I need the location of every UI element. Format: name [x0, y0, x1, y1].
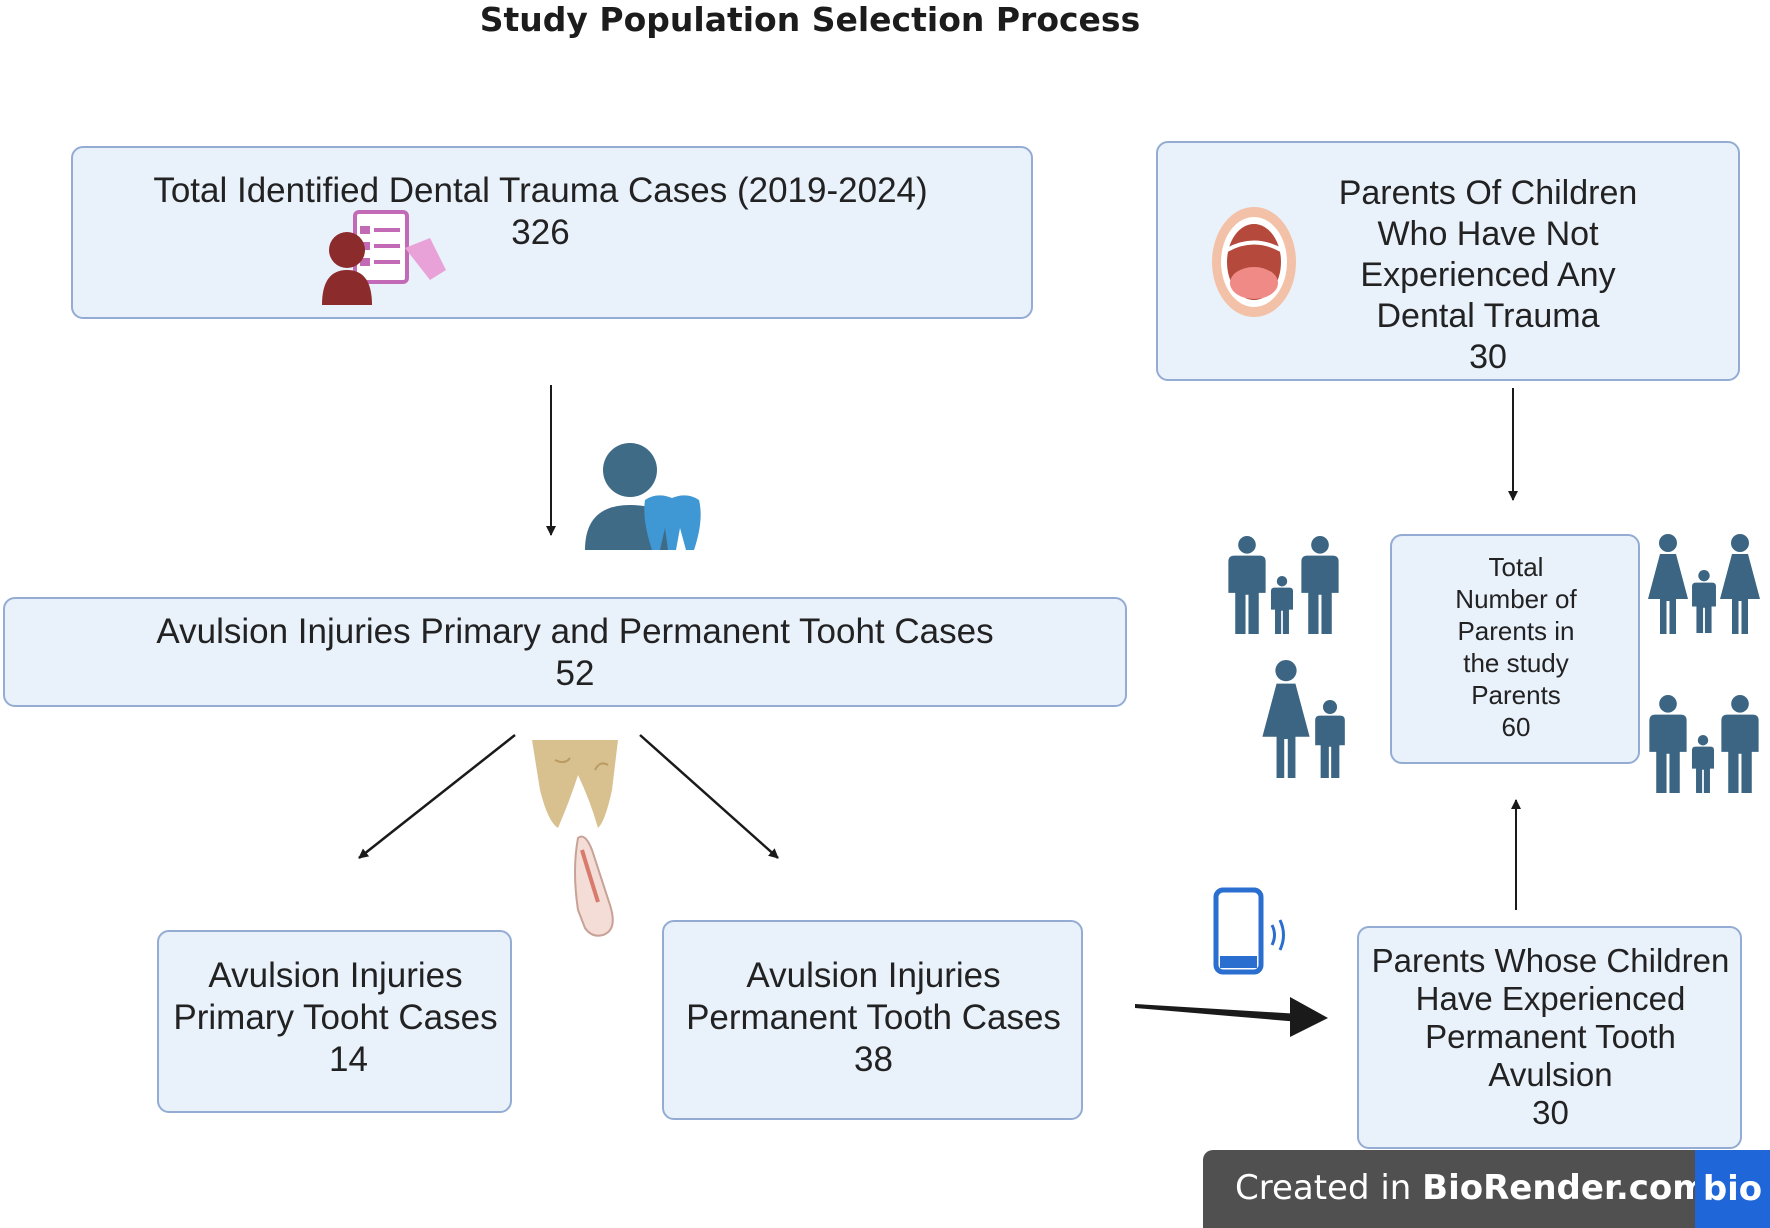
biorender-logo: bio [1695, 1150, 1770, 1228]
no-trauma-line-2: Who Have Not [1377, 215, 1599, 253]
total-parents-line-5: Parents [1471, 680, 1561, 710]
total-cases-box: Total Identified Dental Trauma Cases (20… [71, 146, 1033, 319]
footer-brand: BioRender.com [1422, 1168, 1708, 1208]
smartphone-icon [1213, 887, 1285, 975]
page-title: Study Population Selection Process [479, 0, 1141, 39]
avulsion-all-box: Avulsion Injuries Primary and Permanent … [3, 597, 1127, 707]
permanent-cases-box: Avulsion Injuries Permanent Tooth Cases … [662, 920, 1083, 1120]
family-icon-woman-child-woman [1648, 534, 1760, 634]
total-parents-box: Total Number of Parents in the study Par… [1390, 534, 1640, 764]
alveolar-socket-icon [532, 740, 618, 828]
avulsion-all-label: Avulsion Injuries Primary and Permanent … [156, 612, 994, 651]
family-icon-man-child-man [1228, 536, 1339, 634]
permanent-line-1: Avulsion Injuries [746, 956, 1001, 995]
permanent-line-2: Permanent Tooth Cases [686, 998, 1061, 1037]
dentist-icon [585, 443, 701, 550]
footer-created-in: Created in [1235, 1168, 1423, 1208]
no-trauma-parents-box: Parents Of Children Who Have Not Experie… [1156, 141, 1740, 381]
avulsion-parents-line-1: Parents Whose Children [1371, 942, 1730, 979]
avulsion-all-count: 52 [555, 654, 595, 693]
primary-cases-box: Avulsion Injuries Primary Tooht Cases 14 [157, 930, 512, 1113]
family-icon-man-child-man-right [1649, 695, 1759, 793]
total-parents-line-3: Parents in [1457, 616, 1575, 646]
total-parents-line-2: Number of [1455, 584, 1577, 614]
total-cases-label: Total Identified Dental Trauma Cases (20… [153, 171, 928, 210]
permanent-count: 38 [854, 1040, 893, 1079]
primary-line-1: Avulsion Injuries [208, 956, 463, 995]
avulsion-parents-line-3: Permanent Tooth [1425, 1018, 1676, 1055]
total-cases-count: 326 [511, 213, 570, 252]
biorender-footer: Created in BioRender.com bio [1203, 1150, 1770, 1228]
total-parents-line-4: the study [1463, 648, 1569, 678]
avulsion-parents-count: 30 [1532, 1094, 1569, 1131]
no-trauma-line-3: Experienced Any [1360, 256, 1616, 294]
avulsion-parents-line-4: Avulsion [1488, 1056, 1613, 1093]
clipboard-doctor-icon [322, 210, 446, 305]
no-trauma-line-1: Parents Of Children [1338, 174, 1638, 212]
avulsion-parents-box: Parents Whose Children Have Experienced … [1357, 926, 1742, 1149]
total-parents-line-1: Total [1488, 552, 1544, 582]
arrow-avulsion-to-permanent [639, 734, 779, 859]
arrow-permanent-to-parents [1135, 1004, 1300, 1022]
primary-line-2: Primary Tooht Cases [173, 998, 498, 1037]
no-trauma-line-4: Dental Trauma [1376, 297, 1600, 335]
total-parents-count: 60 [1501, 712, 1531, 742]
open-mouth-icon [1212, 207, 1296, 317]
footer-text: Created in BioRender.com [1235, 1168, 1708, 1208]
arrow-avulsion-to-primary [358, 734, 516, 859]
no-trauma-count: 30 [1469, 338, 1507, 376]
avulsed-tooth-icon [574, 835, 614, 937]
avulsion-parents-line-2: Have Experienced [1415, 980, 1686, 1017]
family-icon-woman-man [1262, 660, 1345, 778]
primary-count: 14 [329, 1040, 368, 1079]
